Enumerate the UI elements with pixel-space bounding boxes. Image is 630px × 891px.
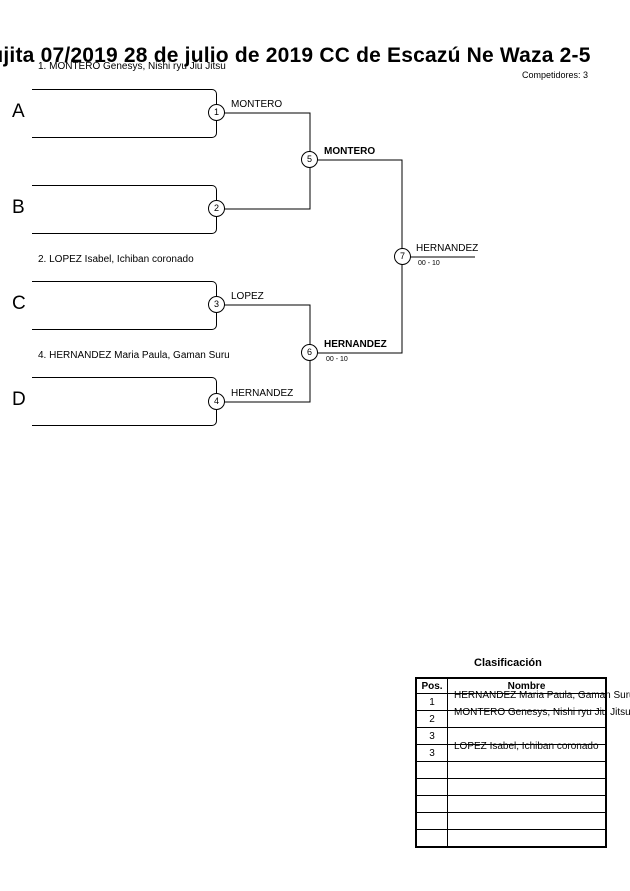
seed-label-1: 1. MONTERO Genesys, Nishi ryu Jiu Jitsu (38, 61, 226, 72)
seed-label-2: 2. LOPEZ Isabel, Ichiban coronado (38, 254, 194, 265)
competitor-box-a[interactable] (32, 89, 217, 138)
match-5-circle[interactable]: 5 (301, 151, 318, 168)
match-5-winner: MONTERO (324, 146, 376, 157)
row-name: HERNANDEZ Maria Paula, Gaman Suru (454, 690, 630, 701)
competitor-box-c[interactable] (32, 281, 217, 330)
match-7-winner: HERNANDEZ (416, 243, 479, 254)
match-2-circle[interactable]: 2 (208, 200, 225, 217)
row-pos: 1 (415, 693, 448, 711)
table-row (415, 778, 607, 796)
match-4-circle[interactable]: 4 (208, 393, 225, 410)
seed-label-4: 4. HERNANDEZ Maria Paula, Gaman Suru (38, 350, 230, 361)
match-1-winner: MONTERO (231, 99, 283, 110)
table-row: 2 MONTERO Genesys, Nishi ryu Jiu Jitsu (415, 707, 630, 728)
table-row (415, 761, 607, 779)
match-7-score: 00 - 10 (418, 260, 440, 267)
page-title: rujita 07/2019 28 de julio de 2019 CC de… (0, 44, 591, 67)
pool-letter-b: B (12, 197, 25, 218)
match-1-circle[interactable]: 1 (208, 104, 225, 121)
row-pos: 3 (415, 727, 448, 745)
table-row (415, 795, 607, 813)
table-row: 3 LOPEZ Isabel, Ichiban coronado (415, 741, 607, 762)
pool-letter-a: A (12, 101, 25, 122)
match-4-winner: HERNANDEZ (231, 388, 294, 399)
match-6-circle[interactable]: 6 (301, 344, 318, 361)
competitors-count: Competidores: 3 (522, 70, 589, 80)
pool-letter-d: D (12, 389, 26, 410)
match-6-score: 00 - 10 (326, 356, 348, 363)
row-name: LOPEZ Isabel, Ichiban coronado (454, 741, 599, 752)
match-3-circle[interactable]: 3 (208, 296, 225, 313)
competitor-box-d[interactable] (32, 377, 217, 426)
col-pos-header: Pos. (415, 677, 448, 694)
row-pos: 2 (415, 710, 448, 728)
match-3-winner: LOPEZ (231, 291, 264, 302)
match-7-circle[interactable]: 7 (394, 248, 411, 265)
table-row (415, 812, 607, 830)
competitor-box-b[interactable] (32, 185, 217, 234)
table-row (415, 829, 607, 848)
classification-title: Clasificación (474, 657, 542, 669)
row-pos: 3 (415, 744, 448, 762)
row-name: MONTERO Genesys, Nishi ryu Jiu Jitsu (454, 707, 630, 718)
pool-letter-c: C (12, 293, 26, 314)
classification-table: Pos. Nombre 1 HERNANDEZ Maria Paula, Gam… (415, 677, 630, 848)
match-6-winner: HERNANDEZ (324, 339, 387, 350)
